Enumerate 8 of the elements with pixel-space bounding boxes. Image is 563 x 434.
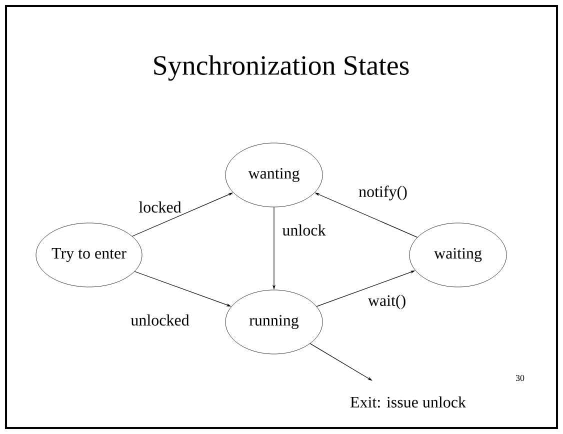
- slide-title: Synchronization States: [154, 55, 409, 81]
- edge-label: wait(): [366, 294, 408, 310]
- page-number: 30: [516, 374, 524, 382]
- edge-label: unlock: [281, 223, 327, 237]
- edge-label: notify(): [358, 184, 408, 202]
- edge-label: locked: [138, 200, 182, 214]
- edge-label: unlocked: [130, 313, 190, 327]
- state-text: Exit: issue unlock: [350, 396, 466, 408]
